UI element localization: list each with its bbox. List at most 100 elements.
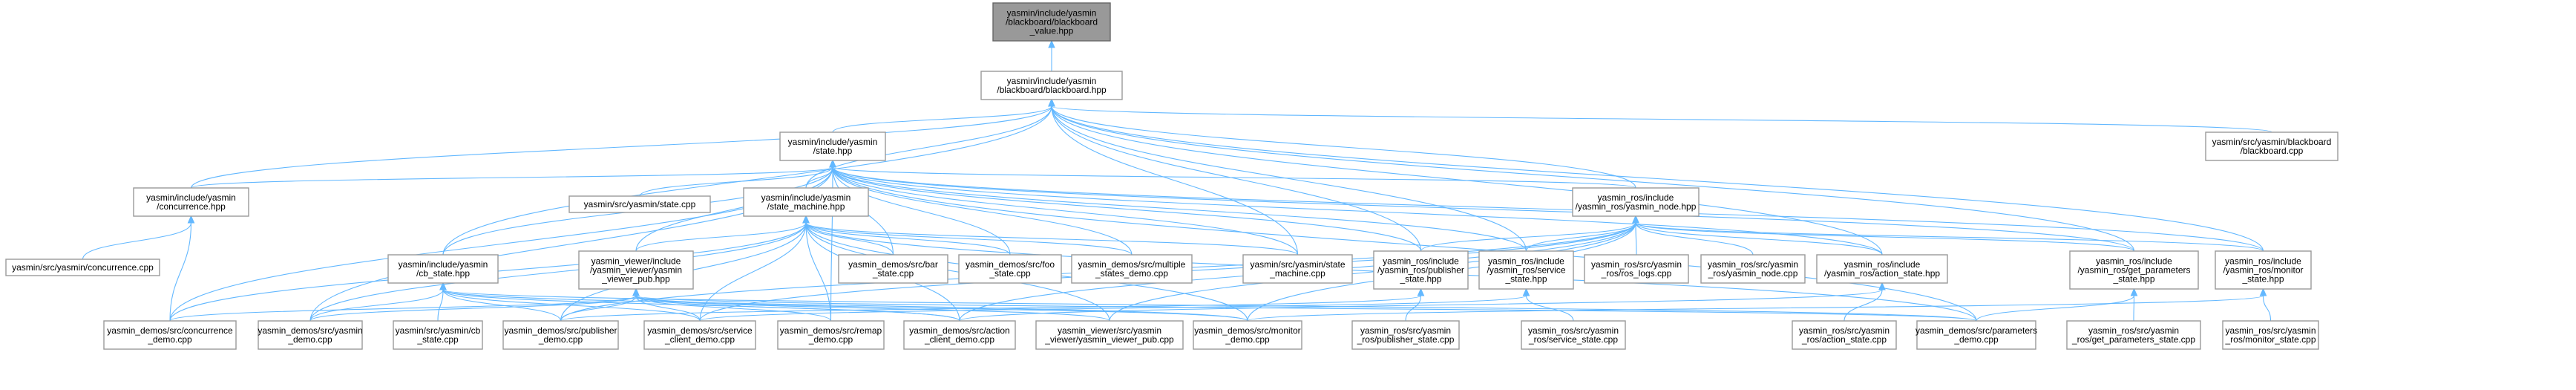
node-publisher-state-cpp[interactable]: yasmin_ros/src/yasmin_ros/publisher_stat… xyxy=(1351,320,1460,350)
node-label-line: _state.hpp xyxy=(1504,274,1547,285)
node-yasmin-demo[interactable]: yasmin_demos/src/yasmin_demo.cpp xyxy=(258,320,363,350)
node-label-line: yasmin_demos/src/service xyxy=(647,325,753,336)
node-action-state-cpp[interactable]: yasmin_ros/src/yasmin_ros/action_state.c… xyxy=(1792,320,1897,350)
edge-line xyxy=(1247,295,2264,322)
node-label-line: _state.hpp xyxy=(2112,274,2154,285)
node-parameters-demo[interactable]: yasmin_demos/src/parameters_demo.cpp xyxy=(1915,320,2037,350)
node-monitor-state-cpp[interactable]: yasmin_ros/src/yasmin_ros/monitor_state.… xyxy=(2222,320,2319,350)
node-concurrence-cpp[interactable]: yasmin/src/yasmin/concurrence.cpp xyxy=(5,259,160,276)
node-ros-logs[interactable]: yasmin_ros/src/yasmin_ros/ros_logs.cpp xyxy=(1584,254,1689,284)
node-label-line: yasmin_ros/include xyxy=(1488,256,1564,267)
arrow-head-icon xyxy=(632,287,640,296)
node-label-line: yasmin_ros/src/yasmin xyxy=(1799,325,1890,336)
edge-ros_node_hpp-to-bb_hpp xyxy=(1048,98,1636,189)
node-sm-cpp[interactable]: yasmin/src/yasmin/state_machine.cpp xyxy=(1242,254,1353,284)
node-viewer-pub-cpp[interactable]: yasmin_viewer/src/yasmin_viewer/yasmin_v… xyxy=(1035,320,1184,350)
edge-concurrence_cpp-to-concurrence_hpp xyxy=(82,215,195,260)
node-box xyxy=(1816,254,1948,284)
node-ros-node-hpp[interactable]: yasmin_ros/include/yasmin_ros/yasmin_nod… xyxy=(1572,187,1700,217)
node-box xyxy=(903,320,1016,350)
edge-line xyxy=(635,295,960,322)
node-label-line: yasmin_demos/src/bar xyxy=(848,259,938,270)
edge-line xyxy=(832,105,1052,133)
node-label-line: yasmin/include/yasmin xyxy=(1007,76,1097,86)
node-box xyxy=(1572,187,1700,217)
node-action-state-hpp[interactable]: yasmin_ros/include/yasmin_ros/action_sta… xyxy=(1816,254,1948,284)
node-concurrence-demo[interactable]: yasmin_demos/src/concurrence_demo.cpp xyxy=(103,320,237,350)
node-box xyxy=(133,187,249,217)
node-concurrence-hpp[interactable]: yasmin/include/yasmin/concurrence.hpp xyxy=(133,187,249,217)
node-sm-hpp[interactable]: yasmin/include/yasmin/state_machine.hpp xyxy=(743,187,869,217)
node-state-cpp[interactable]: yasmin/src/yasmin/state.cpp xyxy=(568,195,711,213)
node-label-line: _state.cpp xyxy=(416,334,459,345)
node-multiple-states[interactable]: yasmin_demos/src/multiple_states_demo.cp… xyxy=(1071,254,1193,284)
edge-line xyxy=(169,222,192,322)
node-box xyxy=(1792,320,1897,350)
edge-line xyxy=(82,222,192,260)
edge-line xyxy=(805,222,1011,256)
edge-line xyxy=(805,222,1110,322)
node-service-client-demo[interactable]: yasmin_demos/src/service_client_demo.cpp xyxy=(643,320,756,350)
node-label-line: yasmin_ros/src/yasmin xyxy=(2088,325,2179,336)
edge-publisher_demo-to-cb_state_hpp xyxy=(439,282,562,322)
node-label-line: /yasmin_ros/publisher xyxy=(1377,265,1464,276)
edge-line xyxy=(832,166,1133,256)
node-bb-cpp[interactable]: yasmin/src/yasmin/blackboard/blackboard.… xyxy=(2205,131,2339,161)
node-box xyxy=(2066,320,2201,350)
node-service-state-cpp[interactable]: yasmin_ros/src/yasmin_ros/service_state.… xyxy=(1521,320,1626,350)
arrow-head-icon xyxy=(1522,287,1530,296)
node-label-line: yasmin_demos/src/foo xyxy=(966,259,1055,270)
edge-bb_cpp-to-bb_hpp xyxy=(1048,98,2272,133)
node-box xyxy=(1071,254,1193,284)
node-label-line: /yasmin_ros/monitor xyxy=(2223,265,2303,276)
node-cb-state-cpp[interactable]: yasmin/src/yasmin/cb_state.cpp xyxy=(393,320,483,350)
node-label-line: _demo.cpp xyxy=(538,334,583,345)
node-monitor-state-hpp[interactable]: yasmin_ros/include/yasmin_ros/monitor_st… xyxy=(2215,250,2312,290)
node-remap-demo[interactable]: yasmin_demos/src/remap_demo.cpp xyxy=(777,320,885,350)
node-box xyxy=(1351,320,1460,350)
edge-service_state_hpp-to-bb_hpp xyxy=(1048,98,1527,252)
arrow-head-icon xyxy=(2259,287,2267,296)
node-yasmin-node-cpp[interactable]: yasmin_ros/src/yasmin_ros/yasmin_node.cp… xyxy=(1700,254,1806,284)
node-label-line: _ros/yasmin_node.cpp xyxy=(1708,268,1798,279)
node-label-line: _ros/publisher_state.cpp xyxy=(1357,334,1455,345)
node-box xyxy=(779,131,886,161)
node-bb-hpp[interactable]: yasmin/include/yasmin/blackboard/blackbo… xyxy=(980,71,1123,100)
node-box xyxy=(980,71,1123,100)
node-bar-state[interactable]: yasmin_demos/src/bar_state.cpp xyxy=(838,254,948,284)
edge-parameters_demo-to-viewer_pub_hpp xyxy=(632,287,1977,322)
node-publisher-demo[interactable]: yasmin_demos/src/publisher_demo.cpp xyxy=(502,320,619,350)
edge-line xyxy=(437,289,444,322)
edge-publisher_state_hpp-to-bb_hpp xyxy=(1048,98,1422,252)
node-action-client-demo[interactable]: yasmin_demos/src/action_client_demo.cpp xyxy=(903,320,1016,350)
node-label-line: _states_demo.cpp xyxy=(1095,268,1168,279)
node-label-line: _state.hpp xyxy=(1399,274,1441,285)
edge-line xyxy=(635,295,832,322)
edge-bar_state-to-sm_hpp xyxy=(802,215,894,256)
edge-yasmin_node_cpp-to-ros_node_hpp xyxy=(1632,215,1754,256)
node-foo-state[interactable]: yasmin_demos/src/foo_state.cpp xyxy=(958,254,1062,284)
node-label-line: _client_demo.cpp xyxy=(924,334,994,345)
edge-line xyxy=(2262,295,2272,322)
node-get-params-cpp[interactable]: yasmin_ros/src/yasmin_ros/get_parameters… xyxy=(2066,320,2201,350)
node-monitor-demo[interactable]: yasmin_demos/src/monitor_demo.cpp xyxy=(1193,320,1302,350)
edge-line xyxy=(1635,222,1883,256)
node-publisher-state-hpp[interactable]: yasmin_ros/include/yasmin_ros/publisher_… xyxy=(1373,250,1469,290)
edge-monitor_state_hpp-to-state_hpp xyxy=(829,159,2264,252)
node-cb-state-hpp[interactable]: yasmin/include/yasmin/cb_state.hpp xyxy=(387,254,499,284)
node-label-line: yasmin_ros/include xyxy=(2225,256,2301,267)
node-state-hpp[interactable]: yasmin/include/yasmin/state.hpp xyxy=(779,131,886,161)
node-get-params-hpp[interactable]: yasmin_ros/include/yasmin_ros/get_parame… xyxy=(2069,250,2199,290)
edge-line xyxy=(805,222,894,256)
arrow-head-icon xyxy=(187,215,195,224)
edge-line xyxy=(832,166,1883,256)
node-box xyxy=(568,195,711,213)
edge-line xyxy=(442,289,701,322)
node-bb-value[interactable]: yasmin/include/yasmin/blackboard/blackbo… xyxy=(992,2,1111,42)
edge-ros_node_hpp-to-state_hpp xyxy=(829,159,1636,189)
node-service-state-hpp[interactable]: yasmin_ros/include/yasmin_ros/service_st… xyxy=(1478,250,1574,290)
node-label-line: yasmin_ros/include xyxy=(1598,192,1674,203)
node-label-line: yasmin_ros/include xyxy=(1383,256,1459,267)
node-viewer-pub-hpp[interactable]: yasmin_viewer/include/yasmin_viewer/yasm… xyxy=(578,250,694,290)
node-box xyxy=(2069,250,2199,290)
